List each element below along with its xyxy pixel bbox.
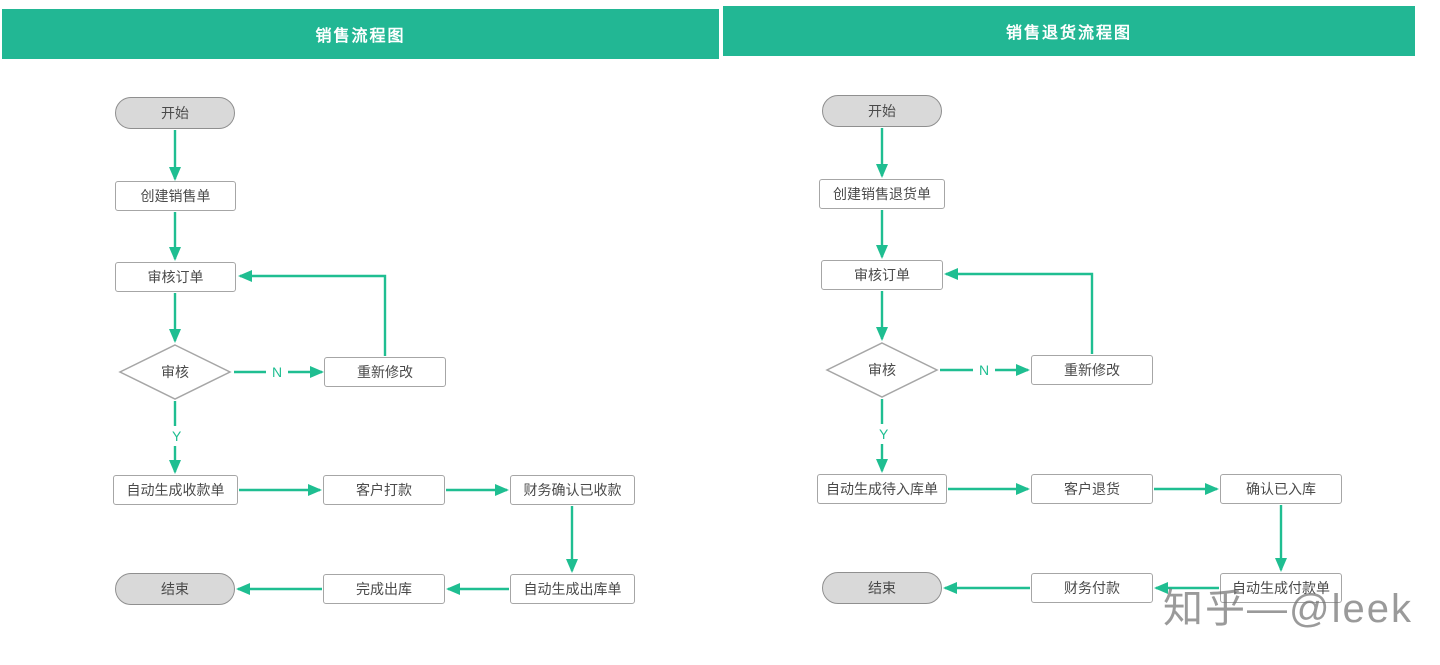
left-node-revise: 重新修改 <box>324 357 446 387</box>
left-node-auto-receipt: 自动生成收款单 <box>113 475 238 505</box>
right-node-end: 结束 <box>822 572 942 604</box>
right-conn-revise-loop <box>944 268 1094 354</box>
left-node-end: 结束 <box>115 573 235 605</box>
left-node-create-order: 创建销售单 <box>115 181 236 211</box>
right-node-review-order: 审核订单 <box>821 260 943 290</box>
right-node-start: 开始 <box>822 95 942 127</box>
right-branch-yes-label: Y <box>873 424 895 444</box>
left-decision-label: 审核 <box>161 364 189 380</box>
left-branch-yes-label: Y <box>166 426 188 446</box>
zhihu-watermark: 知乎—@leek <box>1163 587 1413 631</box>
right-node-auto-pending-inbound: 自动生成待入库单 <box>817 474 947 504</box>
right-node-create-return: 创建销售退货单 <box>819 179 945 209</box>
diamond-shape <box>118 344 232 400</box>
diamond-shape <box>825 342 939 398</box>
right-node-finance-payment: 财务付款 <box>1031 573 1153 603</box>
left-node-review-decision: 审核 <box>118 344 232 400</box>
left-node-finance-confirm: 财务确认已收款 <box>510 475 635 505</box>
right-node-confirm-inbound: 确认已入库 <box>1220 474 1342 504</box>
left-chart-header: 销售流程图 <box>2 9 719 59</box>
right-chart-title: 销售退货流程图 <box>1005 25 1132 42</box>
left-node-start: 开始 <box>115 97 235 129</box>
right-chart-connectors <box>876 128 1287 594</box>
right-branch-no-label: N <box>973 360 996 380</box>
right-chart-header: 销售退货流程图 <box>723 6 1415 56</box>
left-node-customer-payment: 客户打款 <box>323 475 445 505</box>
left-conn-revise-loop <box>238 270 387 356</box>
left-chart-title: 销售流程图 <box>315 28 406 45</box>
right-node-auto-payment: 自动生成付款单 <box>1220 573 1342 603</box>
right-node-review-decision: 审核 <box>825 342 939 398</box>
left-branch-no-label: N <box>266 362 289 382</box>
right-node-customer-return: 客户退货 <box>1031 474 1153 504</box>
left-node-auto-outbound: 自动生成出库单 <box>510 574 635 604</box>
right-decision-label: 审核 <box>868 362 896 378</box>
right-node-revise: 重新修改 <box>1031 355 1153 385</box>
left-node-complete-outbound: 完成出库 <box>323 574 445 604</box>
left-node-review-order: 审核订单 <box>115 262 236 292</box>
